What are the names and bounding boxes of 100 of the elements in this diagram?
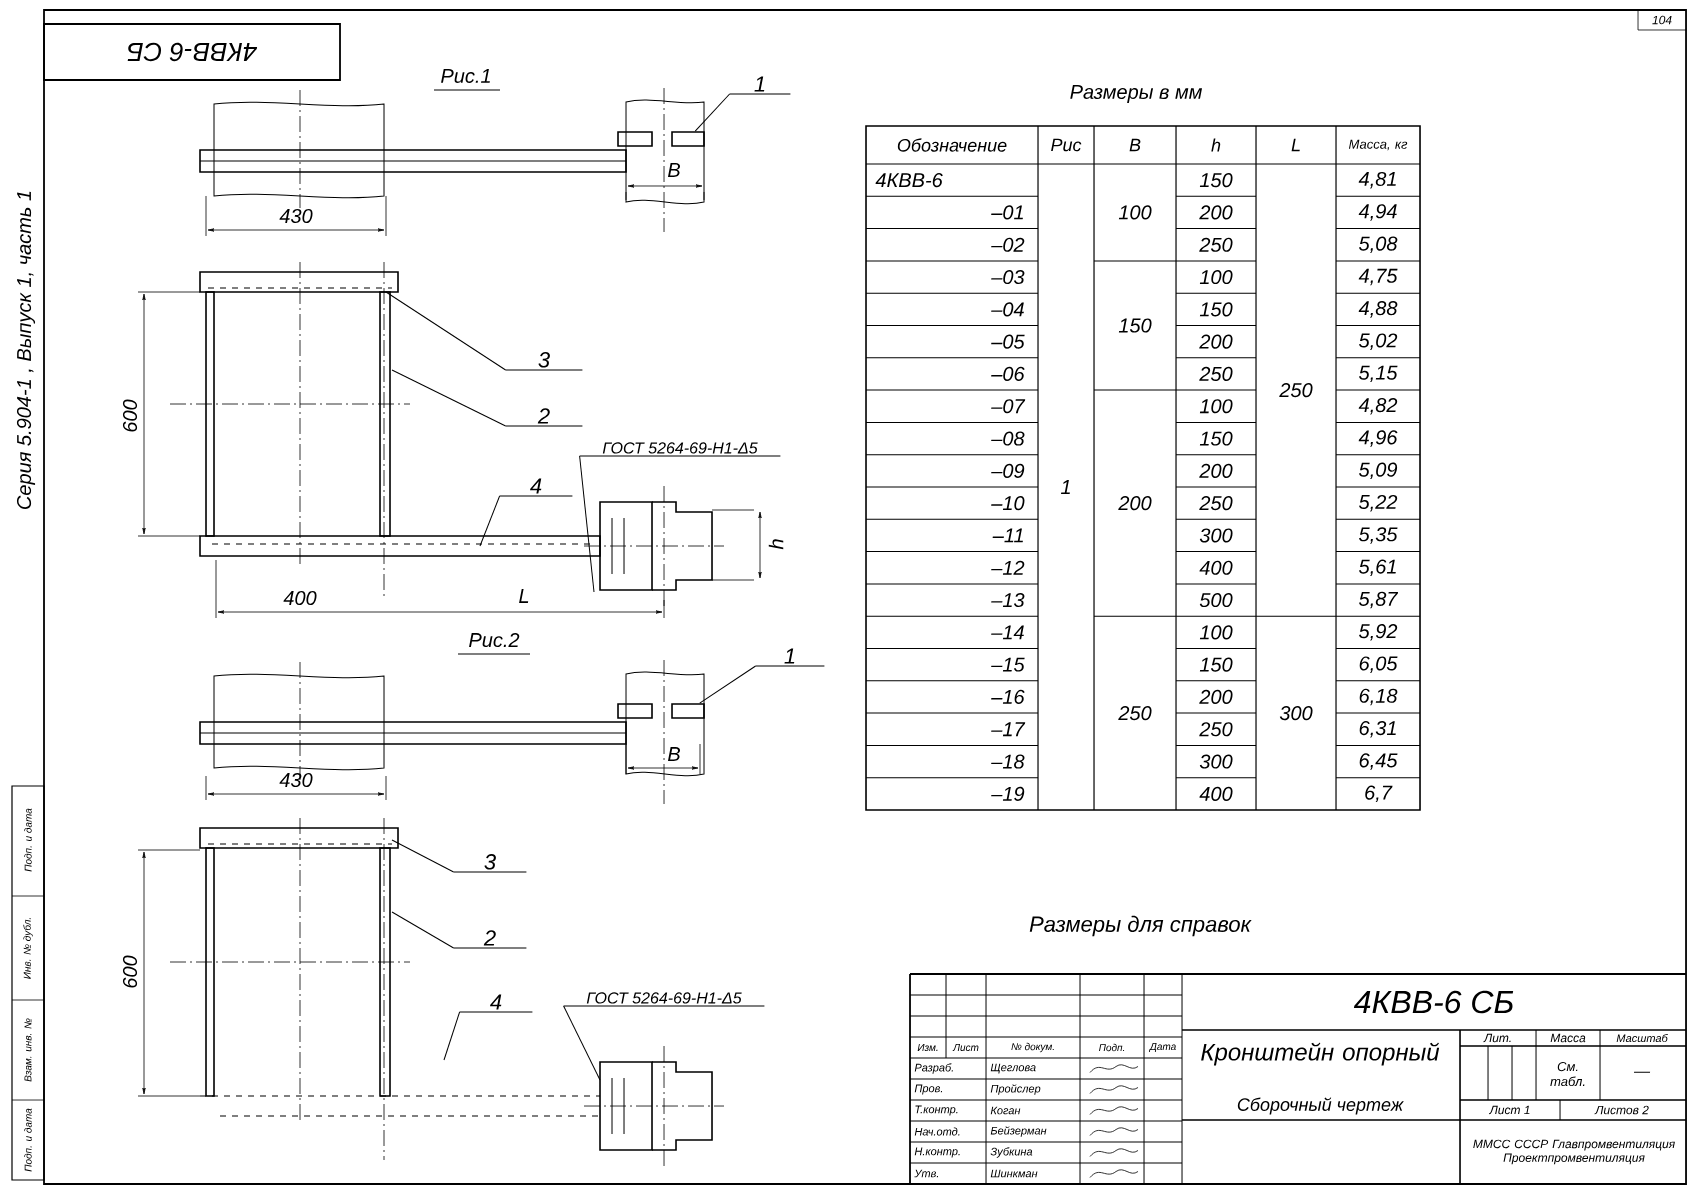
table-text: 200 xyxy=(1199,334,1233,349)
dimension-text: 600 xyxy=(122,955,138,988)
clamp-plate xyxy=(671,703,705,719)
table-text: 5,35 xyxy=(1359,527,1398,544)
dimension-text: В xyxy=(667,163,680,177)
drawing-code: 4КВВ-6 СБ xyxy=(1353,990,1514,1014)
table-text: –03 xyxy=(991,269,1025,285)
dimension-text: 600 xyxy=(122,399,138,432)
table-text: 4КВВ-6 xyxy=(875,173,943,188)
table-text: 150 xyxy=(1199,431,1233,446)
table-text: 250 xyxy=(1199,496,1233,511)
table-text: 5,61 xyxy=(1359,559,1396,577)
leader-line xyxy=(479,495,501,547)
callout-number: 1 xyxy=(755,648,825,667)
note-text: Размеры для справок xyxy=(1029,915,1252,937)
table-title: Размеры в мм xyxy=(1070,85,1202,103)
table-text: 5,87 xyxy=(1359,591,1399,609)
table-text: 5,08 xyxy=(1359,236,1398,254)
leader-line xyxy=(391,839,455,873)
dimension-text: L xyxy=(519,589,529,603)
table-text: 250 xyxy=(1199,366,1233,381)
table-text: 5,22 xyxy=(1359,494,1398,512)
table-text: 4,82 xyxy=(1358,398,1398,415)
callout-number: 3 xyxy=(505,352,583,371)
table-text: 300 xyxy=(1279,706,1313,721)
table-text: 150 xyxy=(1118,318,1152,333)
table-text: 400 xyxy=(1199,560,1233,575)
table-text: 6,31 xyxy=(1359,721,1396,738)
table-text: 4,81 xyxy=(1358,171,1396,189)
leader-line xyxy=(385,291,507,371)
callout-number: 4 xyxy=(499,478,573,497)
table-text: 5,09 xyxy=(1359,462,1398,480)
dimension-text: 400 xyxy=(283,590,317,606)
clamp-plate xyxy=(671,131,705,147)
table-text: –17 xyxy=(991,722,1026,737)
table-text: 5,02 xyxy=(1359,333,1398,350)
table-text: –06 xyxy=(991,366,1025,381)
table-text: 6,05 xyxy=(1359,656,1398,673)
callout-number: 1 xyxy=(729,76,791,95)
table-text: 4,96 xyxy=(1358,430,1398,447)
table-text: –09 xyxy=(991,463,1025,478)
table-text: –16 xyxy=(991,689,1025,704)
table-text: 200 xyxy=(1199,689,1233,704)
table-text: 6,18 xyxy=(1359,688,1398,706)
table-text: 5,92 xyxy=(1359,624,1398,641)
table-text: 200 xyxy=(1199,463,1233,478)
weld-note: ГОСТ 5264-69-Н1-Δ5 xyxy=(563,992,765,1007)
table-text: 100 xyxy=(1118,205,1152,220)
table-text: 150 xyxy=(1199,173,1233,188)
drawing-subtitle: Сборочный чертеж xyxy=(1237,1097,1404,1115)
leader-line xyxy=(699,665,757,704)
weld-note: ГОСТ 5264-69-Н1-Δ5 xyxy=(579,442,781,457)
table-text: –15 xyxy=(991,657,1025,672)
callout-number: 2 xyxy=(505,408,583,427)
table-text: 300 xyxy=(1199,528,1233,543)
table-text: 4,94 xyxy=(1358,204,1397,221)
table-text: –05 xyxy=(991,334,1025,349)
dimension-text: h xyxy=(768,539,784,550)
column-header: Рис xyxy=(1051,138,1082,152)
figure-title: Рис.1 xyxy=(441,69,490,83)
column-header: Обозначение xyxy=(897,138,1007,152)
table-text: 300 xyxy=(1199,754,1233,769)
table-text: 200 xyxy=(1118,496,1152,511)
drawing-code: 4КВВ-6 СБ xyxy=(127,42,258,62)
leader-line xyxy=(443,1011,461,1061)
table-text: 4,75 xyxy=(1358,268,1398,286)
table-text: –02 xyxy=(991,237,1025,252)
table-text: 150 xyxy=(1199,657,1233,672)
table-text: 150 xyxy=(1199,302,1233,317)
dimension-text: В xyxy=(667,747,680,761)
callout-number: 2 xyxy=(453,930,527,949)
dimension-text: 430 xyxy=(279,772,313,788)
table-text: –13 xyxy=(991,592,1025,608)
leader-line xyxy=(563,1005,601,1081)
table-text: 5,15 xyxy=(1359,365,1398,383)
table-text: 250 xyxy=(1279,383,1313,398)
table-text: 200 xyxy=(1199,205,1233,220)
table-text: 4,88 xyxy=(1358,301,1398,318)
table-text: 250 xyxy=(1199,237,1233,252)
series-note: Серия 5.904-1 , Выпуск 1, часть 1 xyxy=(16,191,36,509)
leader-line xyxy=(694,93,731,132)
table-text: 250 xyxy=(1199,722,1233,737)
table-text: 500 xyxy=(1199,592,1233,608)
table-text: –08 xyxy=(991,431,1025,446)
dimension-text: 430 xyxy=(279,208,313,224)
drawing-title: Кронштейн опорный xyxy=(1201,1042,1440,1066)
table-text: –07 xyxy=(991,399,1026,414)
leader-line xyxy=(391,369,507,427)
table-text: 100 xyxy=(1199,625,1233,640)
table-text: 100 xyxy=(1199,399,1233,414)
table-text: 1 xyxy=(1061,480,1070,494)
table-text: –01 xyxy=(991,205,1023,220)
table-text: –12 xyxy=(991,560,1025,575)
table-text: –14 xyxy=(991,625,1024,640)
table-text: — xyxy=(1633,1071,1651,1073)
callout-number: 3 xyxy=(453,854,527,873)
table-text: –10 xyxy=(991,496,1025,511)
table-text: 6,7 xyxy=(1365,785,1393,803)
table-text: 400 xyxy=(1199,786,1233,801)
table-text: –18 xyxy=(991,754,1025,769)
